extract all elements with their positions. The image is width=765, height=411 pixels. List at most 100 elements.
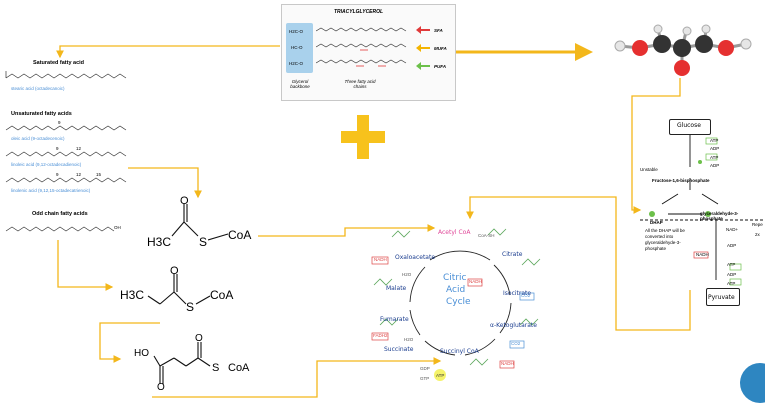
glycolysis-nad: NAD+ bbox=[726, 227, 739, 232]
arrow-glycerol-to-glycolysis bbox=[631, 78, 681, 214]
cycle-label-nadh-3: NADH bbox=[501, 361, 514, 366]
glycolysis-atp-4: ATP bbox=[727, 281, 736, 286]
stearic-acid-structure bbox=[5, 71, 127, 79]
glycolysis-edge-repeat: Repe bbox=[752, 222, 763, 227]
arrow-propionyl-to-succinyl bbox=[99, 322, 160, 363]
plus-sign bbox=[341, 115, 385, 159]
glycolysis-atp-3: ATP bbox=[727, 262, 736, 267]
glycolysis-adp-4: ADP bbox=[727, 272, 737, 277]
linoleic-acid-structure bbox=[5, 151, 127, 157]
glycerol-molecule bbox=[614, 24, 752, 76]
node-isocitrate: Isocitrate bbox=[503, 290, 532, 297]
glycolysis-adp-2: ADP bbox=[710, 163, 720, 168]
succinyl-coa-bonds bbox=[153, 342, 211, 384]
pyruvate-label: Pyruvate bbox=[708, 294, 735, 301]
node-citrate: Citrate bbox=[502, 251, 523, 258]
cycle-extra-h2o-2: H2O bbox=[404, 337, 414, 342]
corner-badge bbox=[740, 363, 765, 403]
triacylglycerol-panel: TRIACYLGLYCEROL H2C-O HC-O H2C-O Glycero… bbox=[281, 4, 456, 101]
propionyl-s: S bbox=[186, 300, 195, 314]
legend-sfa: SFA bbox=[434, 28, 443, 33]
cycle-label-nadh-2: NADH bbox=[469, 279, 482, 284]
glycolysis-adp-3: ADP bbox=[727, 243, 737, 248]
succinyl-ho: HO bbox=[134, 348, 149, 359]
legend-pufa: PUFA bbox=[434, 64, 447, 69]
cycle-extra-coash: CoA-SH bbox=[478, 233, 495, 238]
fbp-label: Fructose-1,6-bisphosphate bbox=[652, 178, 710, 183]
fatty-chains-label: Three fatty acid chains bbox=[344, 79, 376, 89]
citric-acid-cycle-ring bbox=[371, 228, 541, 381]
linolenic-mark-9: 9 bbox=[56, 172, 59, 177]
cycle-center-2: Acid bbox=[446, 285, 466, 295]
unsaturated-heading: Unsaturated fatty acids bbox=[11, 111, 72, 117]
oleic-mark-9: 9 bbox=[58, 120, 61, 125]
glycolysis-nadh: NADH bbox=[696, 252, 709, 257]
cycle-label-fadh2: FADH2 bbox=[373, 333, 388, 338]
cycle-label-atp: ATP bbox=[436, 373, 445, 378]
odd-chain-heading: Odd chain fatty acids bbox=[32, 211, 88, 217]
glucose-label: Glucose bbox=[677, 122, 701, 129]
cycle-label-co2-2: CO2 bbox=[511, 341, 521, 346]
succinyl-oxygen-top: O bbox=[195, 333, 203, 344]
tag-chains bbox=[316, 27, 407, 67]
acetyl-oxygen: O bbox=[180, 195, 189, 207]
node-acetyl-coa: Acetyl CoA bbox=[438, 229, 471, 236]
node-malate: Malate bbox=[386, 285, 407, 292]
node-succinyl-coa: Succinyl CoA bbox=[440, 348, 479, 355]
saturated-heading: Saturated fatty acid bbox=[33, 60, 85, 66]
arrow-acetyl-to-cycle bbox=[258, 224, 436, 237]
acetyl-s: S bbox=[199, 235, 208, 249]
node-oxaloacetate: Oxaloacetate bbox=[395, 254, 436, 261]
propionyl-coa-bonds bbox=[147, 274, 211, 305]
cycle-center-1: Citric bbox=[443, 273, 467, 283]
acetyl-coa: CoA bbox=[228, 228, 252, 242]
arrow-unsat-to-acetyl bbox=[128, 167, 202, 199]
succinyl-coa: CoA bbox=[228, 362, 250, 374]
cycle-label-co2-1: CO2 bbox=[521, 293, 531, 298]
acetyl-coa-bonds bbox=[171, 204, 199, 237]
cycle-label-nadh-1: NADH bbox=[374, 257, 387, 262]
tag-row-3: H2C-O bbox=[289, 61, 304, 66]
arrow-succinyl-to-cycle bbox=[152, 357, 442, 398]
linoleic-mark-9: 9 bbox=[56, 146, 59, 151]
succinyl-s: S bbox=[212, 362, 220, 374]
dhap-label: DHAP bbox=[650, 220, 663, 225]
unstable-label: Unstable bbox=[640, 167, 658, 172]
glycolysis-edge-2x: 2x bbox=[755, 232, 760, 237]
linolenic-mark-15: 15 bbox=[96, 172, 102, 177]
oleic-acid-name: oleic acid (9-octadecenoic) bbox=[11, 136, 65, 141]
acetyl-h3c: H3C bbox=[147, 235, 172, 249]
g3p-label: glyceraldehyde-3-phosphate bbox=[700, 211, 739, 221]
odd-chain-structure bbox=[5, 226, 115, 232]
arrow-pyruvate-to-cycle bbox=[466, 196, 691, 331]
arrow-tag-to-fatty-acids bbox=[56, 45, 280, 59]
cycle-extra-h2o-1: H2O bbox=[402, 272, 412, 277]
glucose-box bbox=[669, 119, 711, 135]
arrow-odd-to-propionyl bbox=[57, 240, 114, 291]
linolenic-mark-12: 12 bbox=[76, 172, 82, 177]
cycle-extra-gdp: GDP bbox=[420, 366, 430, 371]
propionyl-coa: CoA bbox=[210, 288, 234, 302]
linoleic-acid-name: linoleic acid (9,12-octadecadienoic) bbox=[11, 162, 82, 167]
glycerol-box bbox=[286, 23, 313, 73]
cycle-center-3: Cycle bbox=[446, 297, 471, 307]
tag-row-1: H2C-O bbox=[289, 29, 304, 34]
linoleic-mark-12: 12 bbox=[76, 146, 82, 151]
tag-title: TRIACYLGLYCEROL bbox=[334, 9, 384, 15]
glycerol-backbone-label: Glycerol backbone bbox=[290, 79, 310, 89]
dhap-note: All the DHAP will be converted into glyc… bbox=[645, 228, 685, 251]
tag-legend-arrows bbox=[416, 26, 430, 70]
cycle-extra-gtp: GTP bbox=[420, 376, 430, 381]
propionyl-oxygen: O bbox=[170, 265, 179, 277]
node-alpha-ketoglutarate: α-Ketoglutarate bbox=[490, 322, 537, 329]
node-succinate: Succinate bbox=[384, 346, 414, 353]
succinyl-oxygen-bottom: O bbox=[157, 382, 165, 393]
propionyl-h3c: H3C bbox=[120, 288, 145, 302]
oleic-acid-structure bbox=[5, 125, 127, 131]
linolenic-acid-structure bbox=[5, 177, 127, 183]
glycolysis-arrows bbox=[640, 134, 765, 286]
legend-mufa: MUFA bbox=[434, 46, 447, 51]
odd-chain-oh: OH bbox=[114, 225, 121, 230]
glycolysis-atp-2: ATP bbox=[710, 155, 719, 160]
